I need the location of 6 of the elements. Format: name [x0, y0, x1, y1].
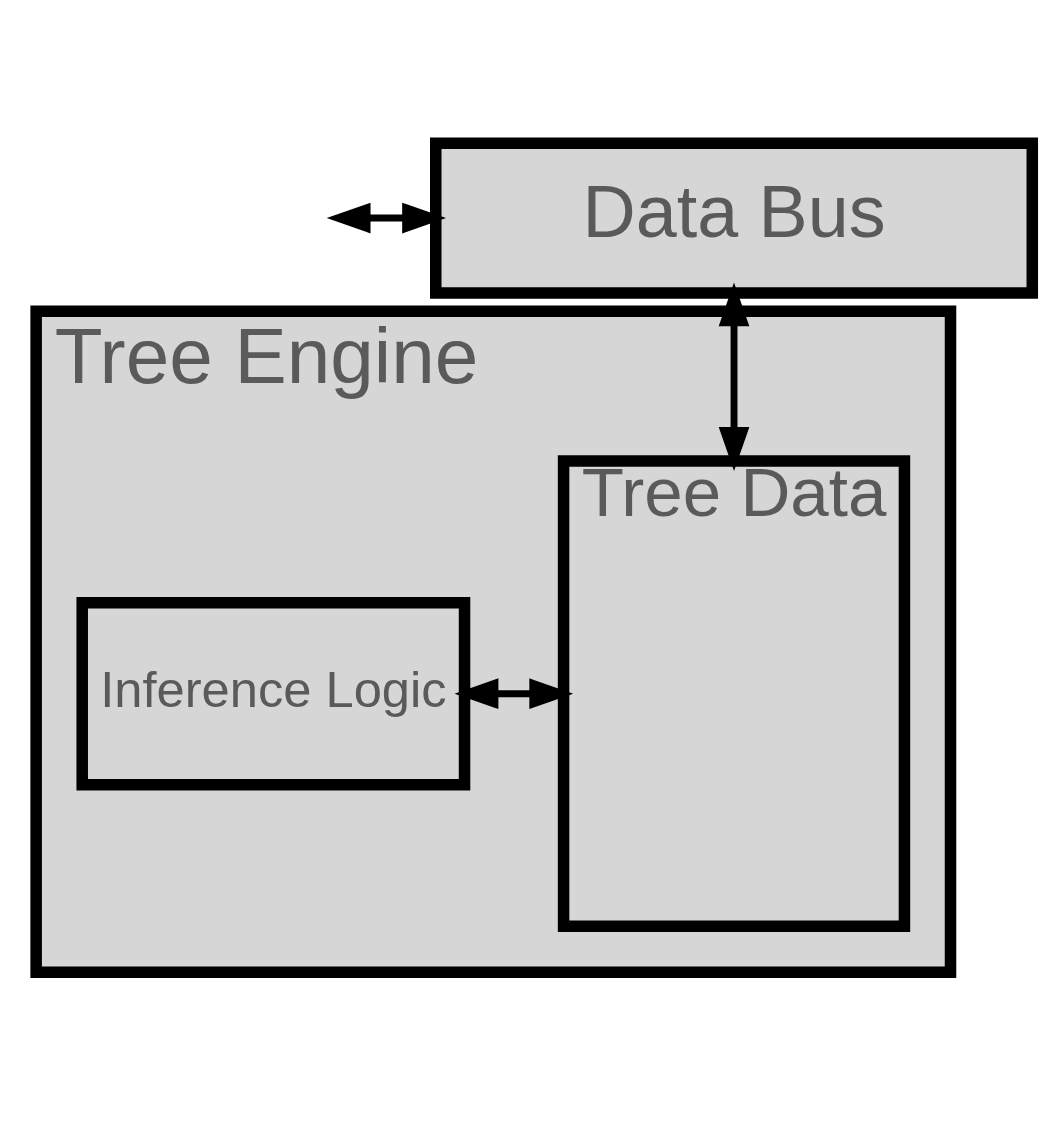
arrow	[326, 202, 447, 233]
arrow	[718, 281, 750, 471]
node-box: Data Bus	[430, 136, 1039, 299]
node-box: Tree Data	[557, 454, 911, 932]
arrow	[454, 677, 574, 709]
node-box: Inference Logic	[76, 596, 471, 790]
